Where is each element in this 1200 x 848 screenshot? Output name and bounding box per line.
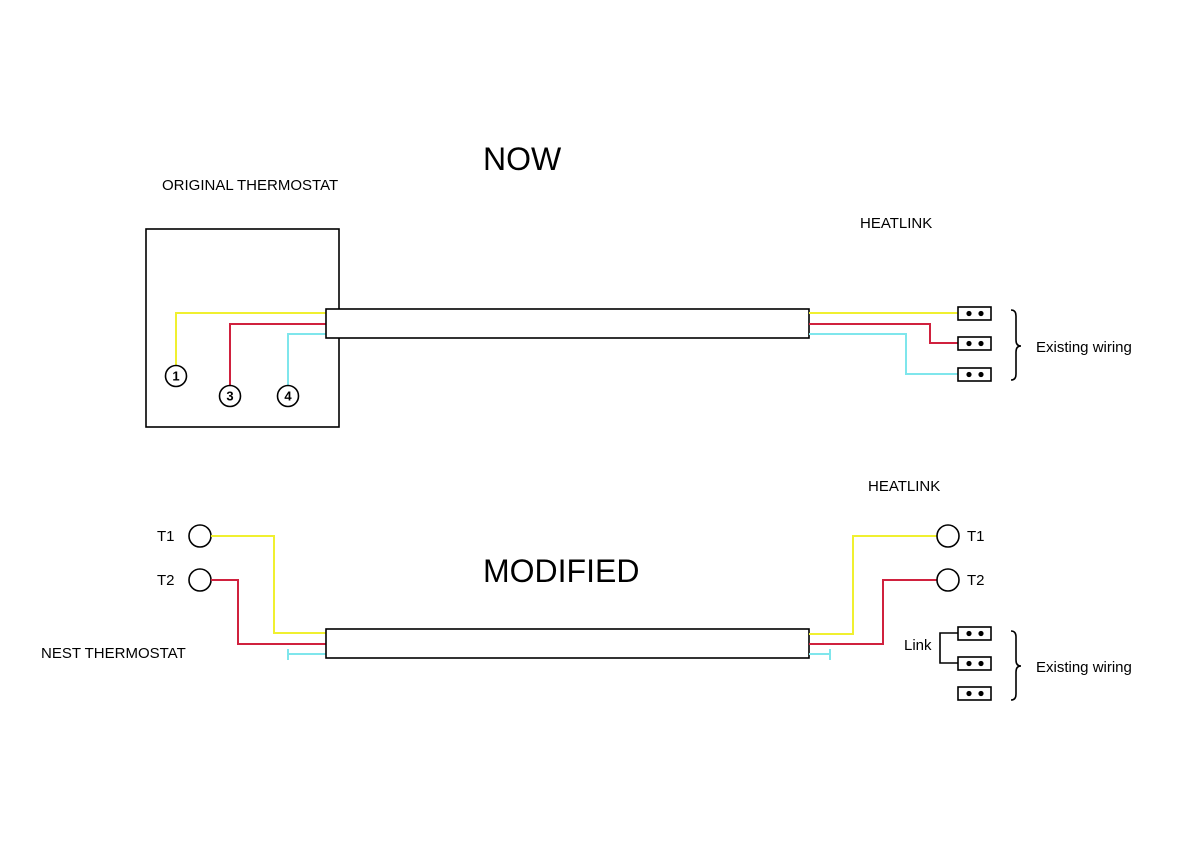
terminal-block-mod-2 (957, 656, 992, 671)
terminal-block-now-2 (957, 336, 992, 351)
yellow-wire-mod-right (809, 535, 937, 635)
terminal-block-mod-3 (957, 686, 992, 701)
heatlink-t2-label: T2 (967, 572, 985, 589)
red-wire-now-left (229, 323, 326, 386)
original-thermostat-label: ORIGINAL THERMOSTAT (162, 177, 338, 194)
red-wire-mod-left (211, 579, 326, 645)
terminal-3: 3 (218, 384, 242, 408)
nest-t2-label: T2 (157, 572, 175, 589)
link-label: Link (904, 637, 932, 654)
terminal-block-mod-1 (957, 626, 992, 641)
terminal-1: 1 (164, 364, 188, 388)
brace-modified (1010, 630, 1022, 701)
heatlink-terminal-t2 (936, 568, 960, 592)
terminal-block-now-1 (957, 306, 992, 321)
svg-text:1: 1 (172, 369, 179, 384)
nest-terminal-t2 (188, 568, 212, 592)
modified-title: MODIFIED (483, 553, 639, 589)
terminal-block-now-3 (957, 367, 992, 382)
red-wire-mod-right (809, 579, 937, 645)
existing-wiring-label-now: Existing wiring (1036, 339, 1132, 356)
original-thermostat-box (145, 228, 340, 428)
cable-now (325, 308, 810, 339)
svg-text:4: 4 (284, 389, 292, 404)
heatlink-terminal-t1 (936, 524, 960, 548)
yellow-wire-now-left (175, 312, 326, 366)
brace-now (1010, 309, 1022, 381)
red-wire-now-right (809, 323, 958, 344)
svg-text:3: 3 (226, 389, 233, 404)
cyan-wire-now-left (287, 333, 326, 386)
nest-terminal-t1 (188, 524, 212, 548)
existing-wiring-label-modified: Existing wiring (1036, 659, 1132, 676)
now-title: NOW (483, 141, 562, 177)
cyan-wire-now-right (809, 333, 958, 375)
nest-thermostat-label: NEST THERMOSTAT (41, 645, 186, 662)
terminal-4: 4 (276, 384, 300, 408)
nest-t1-label: T1 (157, 528, 175, 545)
yellow-wire-mod-left (211, 535, 326, 634)
heatlink-t1-label: T1 (967, 528, 985, 545)
link-wire (939, 632, 958, 664)
heatlink-label-modified: HEATLINK (868, 478, 940, 495)
heatlink-label-now: HEATLINK (860, 215, 932, 232)
cable-modified (325, 628, 810, 659)
